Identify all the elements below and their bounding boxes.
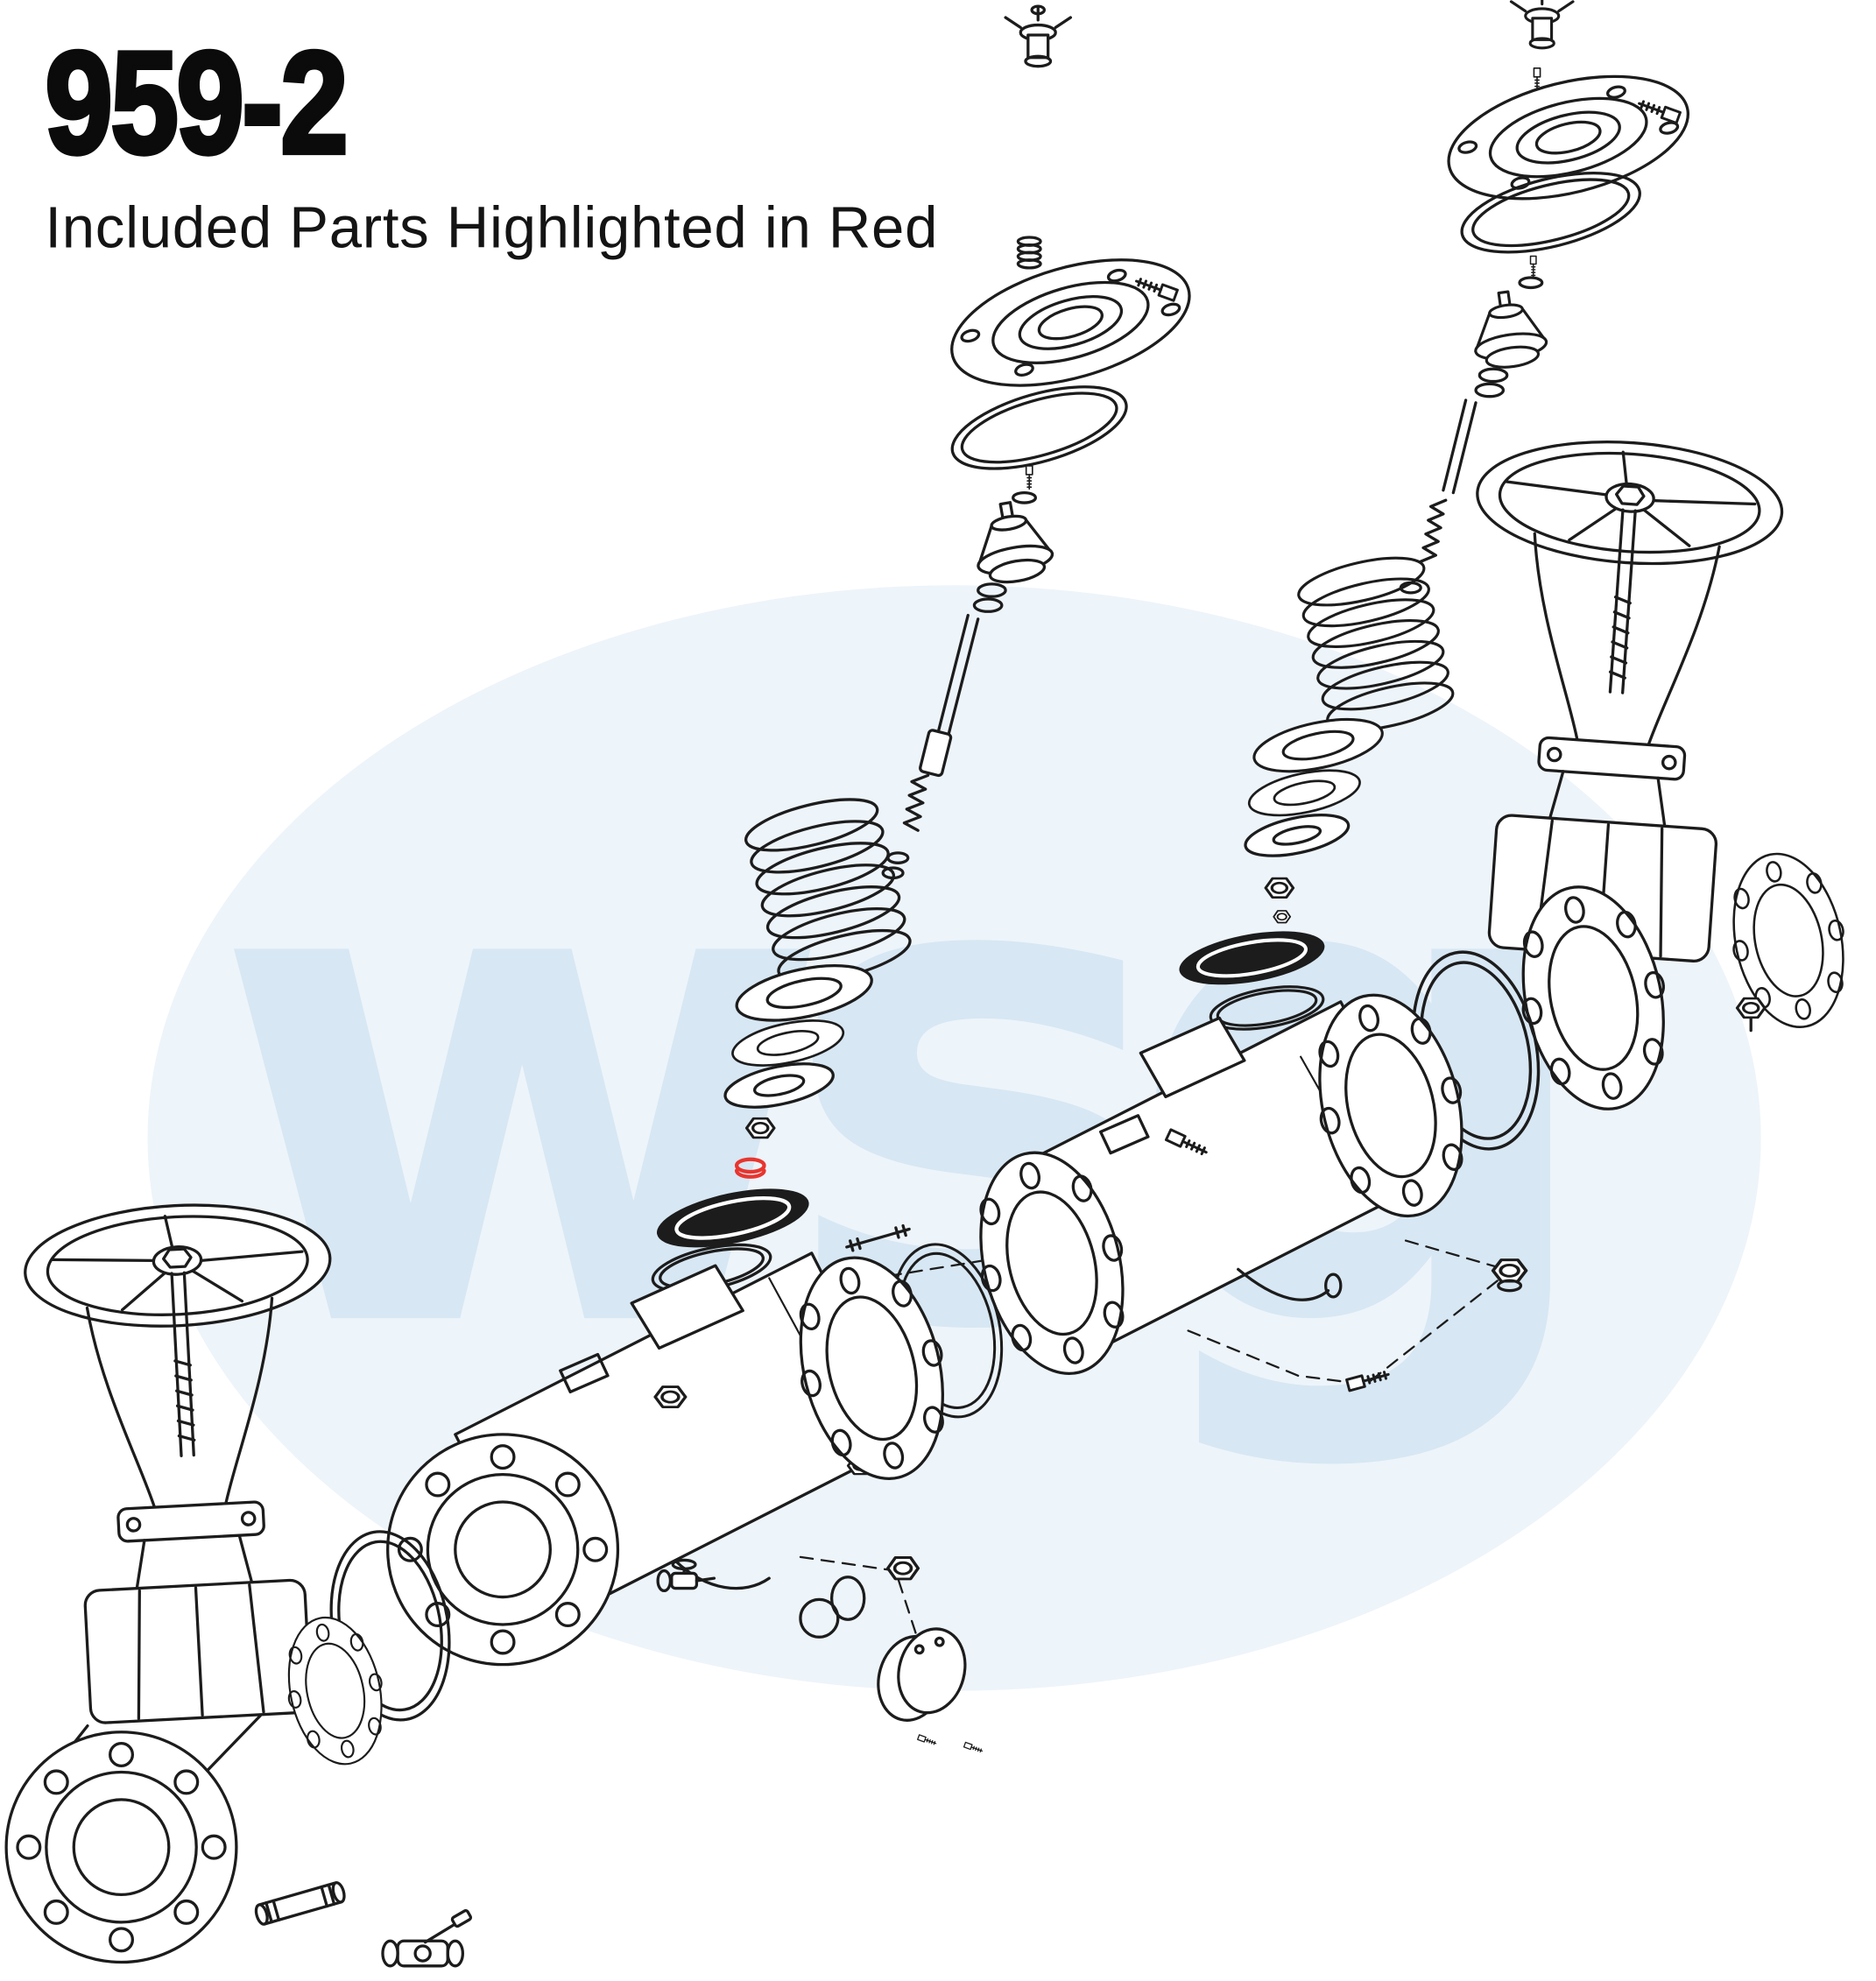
test-cock: [656, 1558, 716, 1593]
hex-plug: [1491, 1258, 1528, 1293]
check-spring-center: [739, 787, 916, 994]
disc-handwheel-right: [1175, 922, 1329, 995]
gate-valve-right-handwheel: [1444, 430, 1788, 967]
cover-screw: [917, 1734, 938, 1747]
inlet-body-inlet-flange: [386, 1433, 620, 1667]
hose-clamp-center: [1004, 4, 1073, 68]
flange-stud: [845, 1223, 911, 1252]
hex-nut: [885, 1555, 920, 1581]
outlet-check-cover-assembly: [1435, 0, 1703, 398]
stem-washer: [1518, 276, 1544, 290]
stem-cone-guide-right: [1466, 286, 1551, 373]
header: 959-2 Included Parts Highlighted in Red: [43, 21, 939, 261]
stem-cone-guide-center: [966, 495, 1058, 589]
drain-plug: [1735, 997, 1767, 1033]
disc-handwheel-center: [652, 1178, 814, 1259]
gate-valve-left-inlet-flange: [4, 1731, 238, 1964]
bonnet-gasket-center: [950, 385, 1128, 470]
stem-nut: [744, 1117, 776, 1139]
retainer-ring: [1478, 367, 1509, 384]
sensing-tube: [1237, 1267, 1330, 1301]
nameplate: [1098, 1114, 1150, 1155]
cover-screw: [963, 1741, 984, 1754]
retainer-ring: [972, 597, 1004, 613]
hex-bolt: [653, 1385, 688, 1409]
inlet-check-cover-assembly: [935, 4, 1205, 613]
stem-coupler: [919, 729, 953, 778]
page-title: 959-2: [43, 21, 350, 184]
hex-bolt: [1345, 1367, 1392, 1392]
threaded-stem-right: [1419, 498, 1448, 563]
bonnet-flange-center: [935, 234, 1205, 412]
diaphragm-disc: [1244, 814, 1351, 857]
valve-stem-center: [936, 613, 970, 735]
pipe-nipple: [254, 1881, 346, 1926]
spring-washer: [730, 954, 878, 1033]
gate-valve-left: [4, 1195, 473, 1968]
jam-nut: [1273, 909, 1292, 924]
stem-washer: [1012, 490, 1038, 504]
inlet-check-trim-stack: [647, 613, 980, 1302]
check-spring-right: [1293, 546, 1459, 741]
stem-nut: [1264, 877, 1295, 899]
seat-gasket-highlighted-red: [734, 1157, 766, 1179]
nameplate: [559, 1352, 610, 1394]
bonnet-gasket-right: [1460, 172, 1641, 254]
diaphragm-disc: [723, 1062, 835, 1109]
hose-clamp-right: [1509, 0, 1575, 50]
o-ring: [799, 1597, 840, 1639]
gate-valve-right: [1444, 430, 1863, 1124]
outlet-check-trim-stack: [1175, 398, 1478, 1039]
spring-boss: [630, 1264, 744, 1350]
stem-bolt: [1025, 465, 1033, 490]
page-subtitle: Included Parts Highlighted in Red: [45, 194, 939, 261]
valve-stem-right: [1442, 398, 1468, 492]
spring-boss: [1139, 1016, 1246, 1098]
threaded-stem-center: [902, 773, 930, 832]
cover-plates: [877, 1627, 967, 1722]
bonnet-flange-right: [1435, 53, 1703, 222]
retainer-ring: [1474, 382, 1506, 398]
ball-valve: [381, 1909, 473, 1968]
o-ring: [829, 1576, 866, 1621]
retainer-ring: [977, 582, 1007, 598]
stem-bolt: [1529, 255, 1537, 278]
stem-spring: [1016, 236, 1042, 270]
